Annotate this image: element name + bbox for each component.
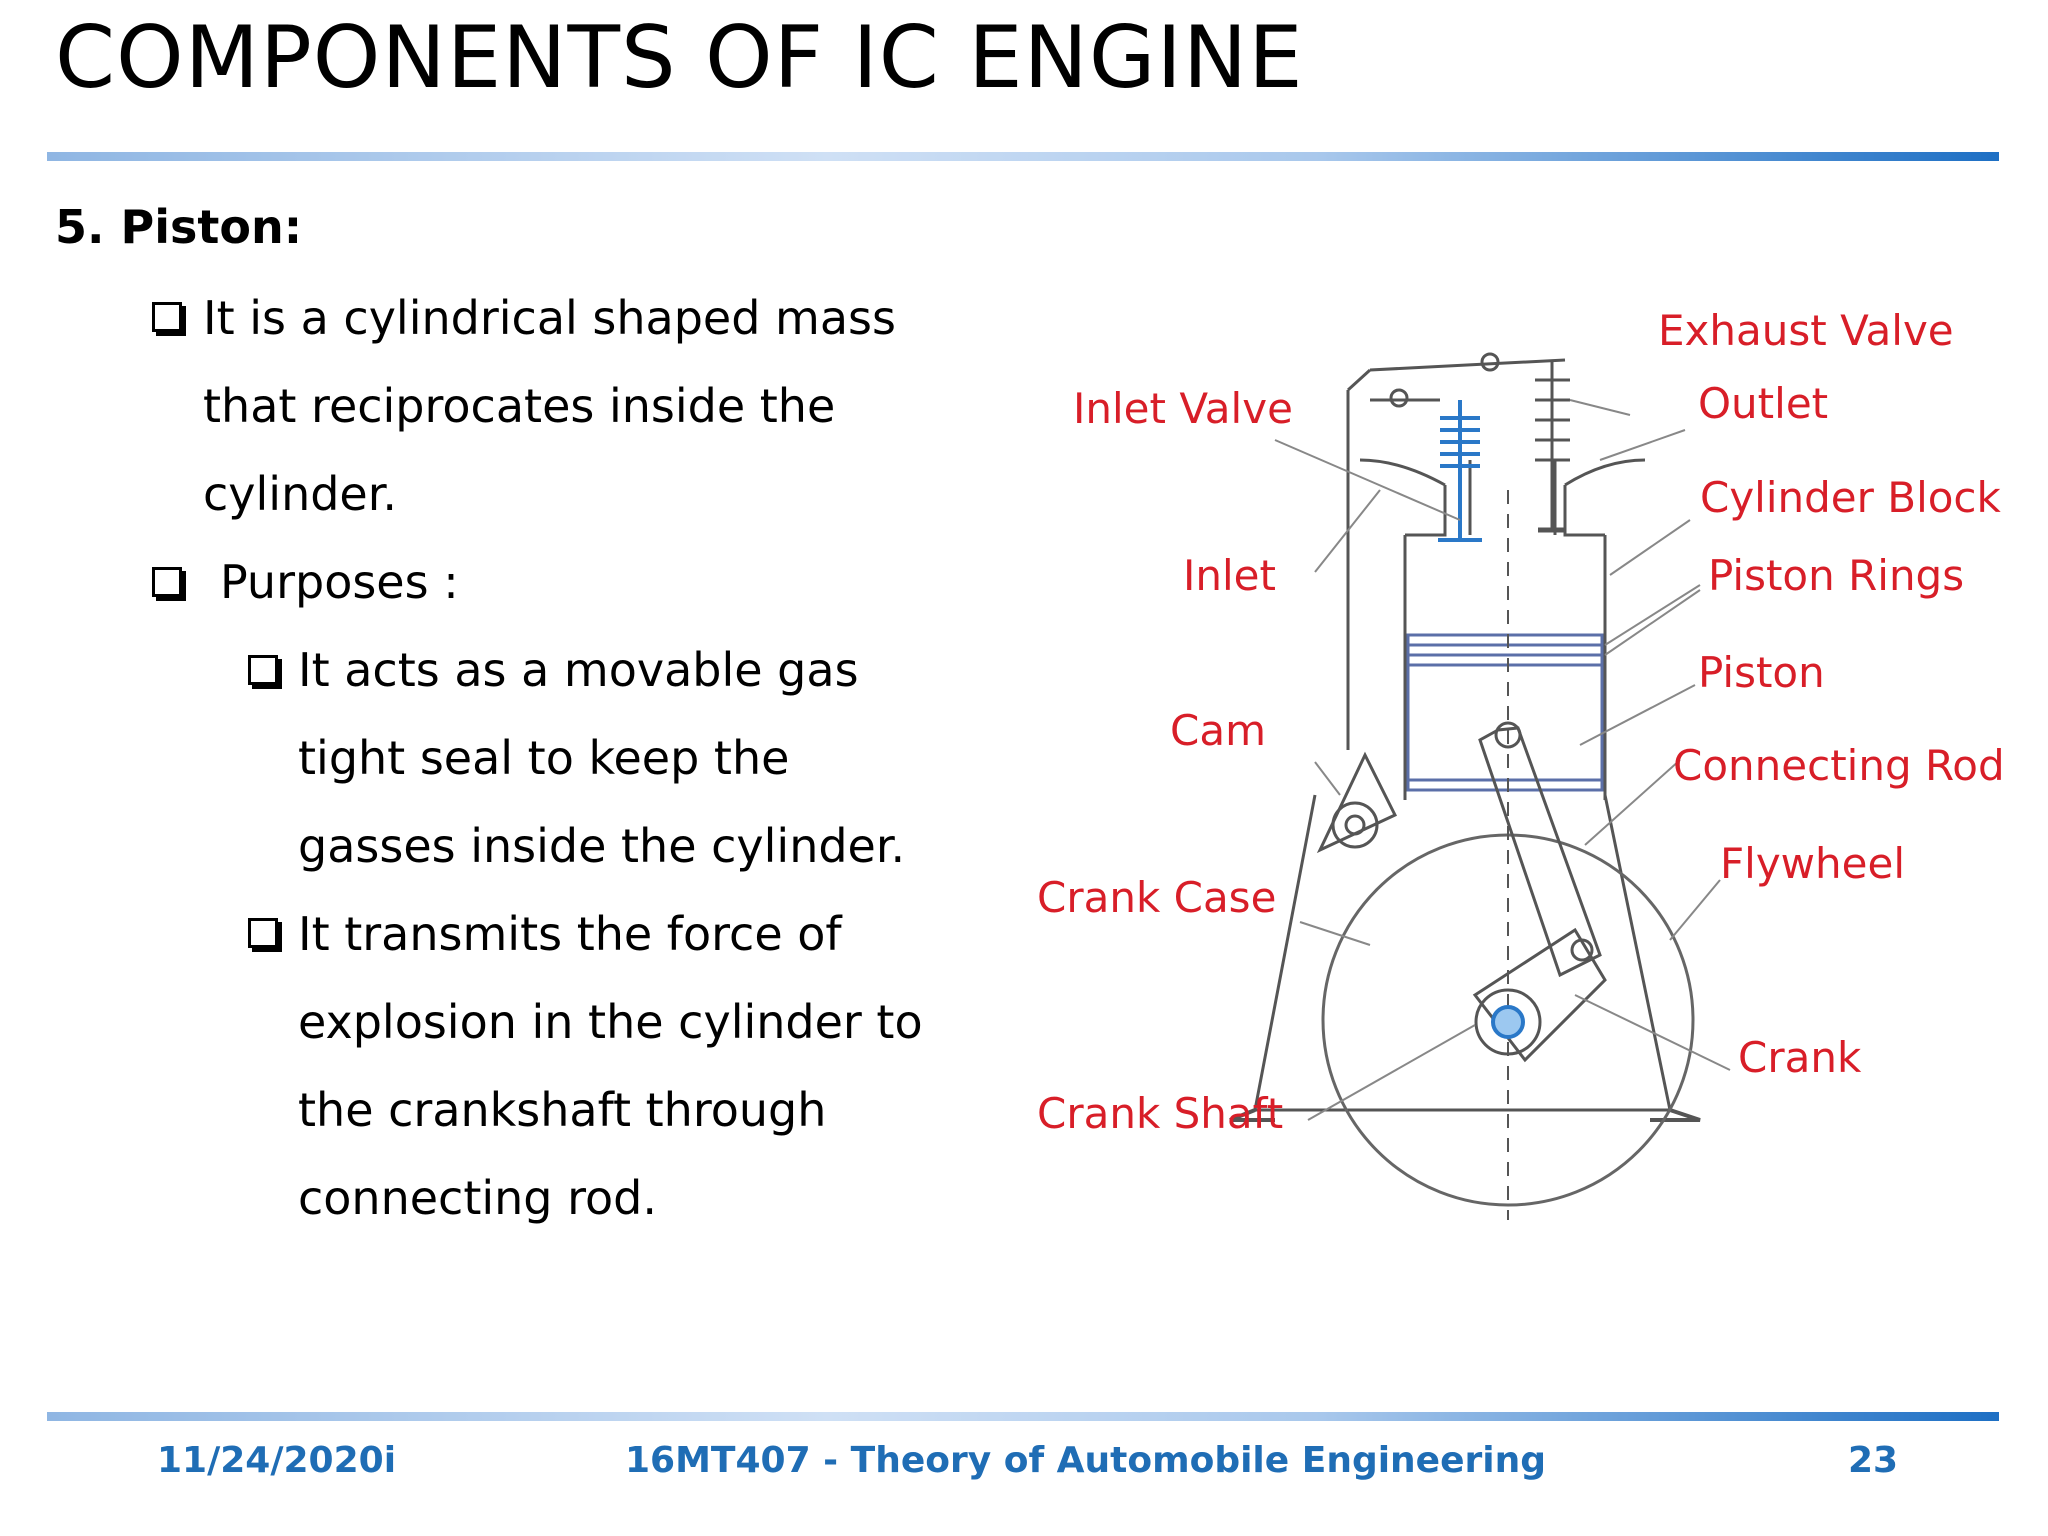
bullet-text: cylinder. <box>203 467 398 521</box>
label-piston-rings: Piston Rings <box>1708 551 1964 600</box>
label-crank: Crank <box>1738 1033 1862 1082</box>
checkbox-bullet-icon <box>152 302 182 332</box>
slide-title: COMPONENTS OF IC ENGINE <box>55 8 1304 108</box>
footer-course: 16MT407 - Theory of Automobile Engineeri… <box>625 1440 1547 1481</box>
bullet-text: It is a cylindrical shaped mass <box>203 291 896 345</box>
footer-divider <box>47 1412 1999 1421</box>
checkbox-bullet-icon <box>248 918 278 948</box>
label-crank-shaft: Crank Shaft <box>1037 1089 1283 1138</box>
label-exhaust-valve: Exhaust Valve <box>1658 306 1954 355</box>
bullet-text: that reciprocates inside the <box>203 379 836 433</box>
footer-date: 11/24/2020i <box>157 1440 397 1481</box>
checkbox-bullet-icon <box>248 655 278 685</box>
label-cylinder-block: Cylinder Block <box>1700 473 2002 522</box>
bullet-text: It acts as a movable gas <box>298 643 859 697</box>
ic-engine-diagram: Exhaust Valve Outlet Inlet Valve Cylinde… <box>1030 290 2010 1250</box>
label-crank-case: Crank Case <box>1037 873 1276 922</box>
bullet-text: connecting rod. <box>298 1171 657 1225</box>
label-connecting-rod: Connecting Rod <box>1673 741 2005 790</box>
bullet-text: tight seal to keep the <box>298 731 790 785</box>
label-inlet: Inlet <box>1183 551 1276 600</box>
label-outlet: Outlet <box>1698 379 1828 428</box>
bullet-text: It transmits the force of <box>298 907 842 961</box>
title-divider <box>47 152 1999 161</box>
bullet-text: explosion in the cylinder to <box>298 995 923 1049</box>
label-flywheel: Flywheel <box>1720 839 1905 888</box>
footer-page-number: 23 <box>1848 1440 1899 1481</box>
section-heading: 5. Piston: <box>55 200 303 254</box>
label-cam: Cam <box>1170 706 1266 755</box>
bullet-text: the crankshaft through <box>298 1083 827 1137</box>
label-inlet-valve: Inlet Valve <box>1073 384 1293 433</box>
label-piston: Piston <box>1698 648 1825 697</box>
checkbox-bullet-icon <box>152 567 182 597</box>
bullet-text: Purposes : <box>220 555 459 609</box>
bullet-text: gasses inside the cylinder. <box>298 819 906 873</box>
